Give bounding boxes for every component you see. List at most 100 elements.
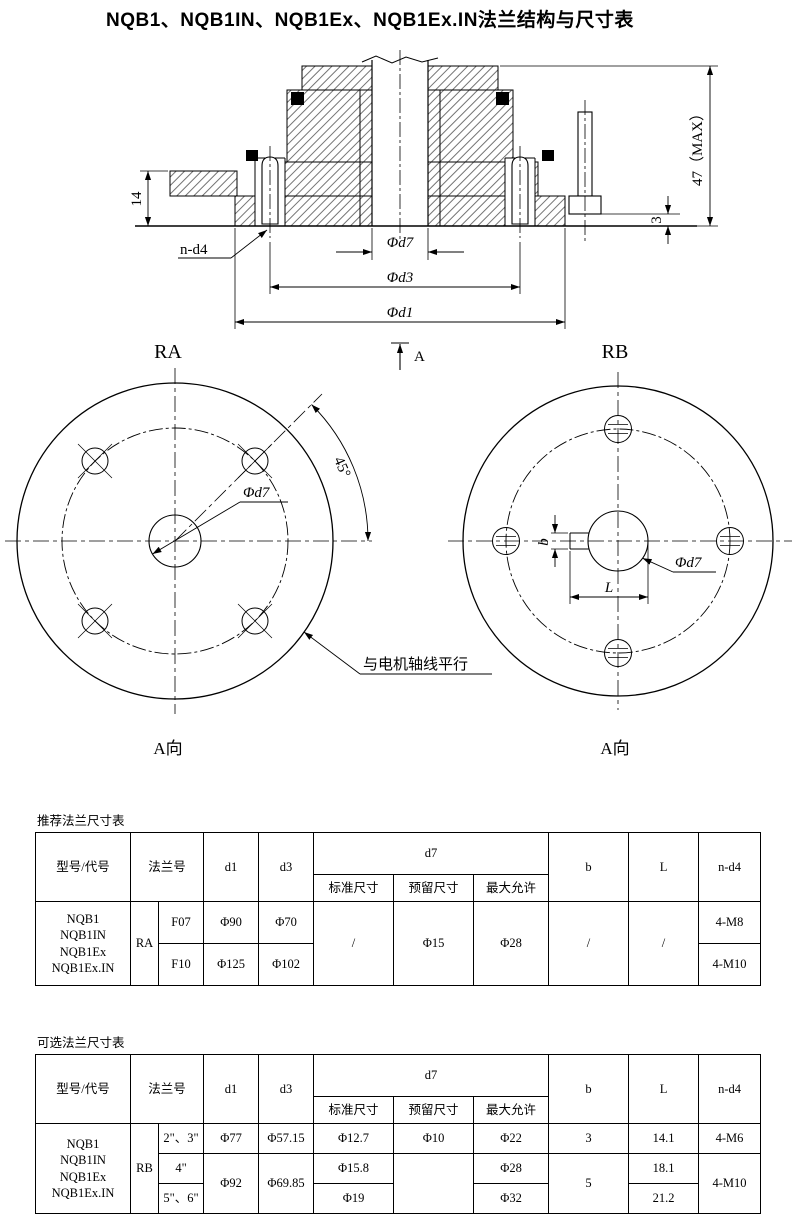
header-d3: d3 (258, 1054, 315, 1124)
cell-d7-reserved: Φ15 (393, 901, 475, 986)
header-b: b (548, 832, 630, 902)
dim-bolt-holes: n-d4 (180, 242, 208, 258)
cell-b: / (548, 901, 630, 986)
cell-flange: 2"、3" (157, 1123, 205, 1154)
model-name: NQB1IN (60, 1153, 106, 1168)
cell-d7-max: Φ32 (473, 1183, 550, 1214)
header-d7-reserved: 预留尺寸 (393, 874, 475, 902)
table-row: F10 Φ125 Φ102 4-M10 (36, 943, 762, 986)
table-row: NQB1 NQB1IN NQB1Ex NQB1Ex.IN RA F07 Φ90 … (35, 901, 762, 986)
header-model: 型号/代号 (35, 1054, 131, 1124)
broken-edge (361, 55, 439, 64)
ra-centerlines (5, 368, 372, 714)
cell-l: 21.2 (628, 1183, 700, 1214)
header-d7-std: 标准尺寸 (313, 874, 395, 902)
cell-d1: Φ77 (203, 1123, 260, 1154)
header-d7: d7 (313, 832, 550, 875)
cell-l: 18.1 (628, 1153, 700, 1184)
table2-caption: 可选法兰尺寸表 (37, 1036, 125, 1050)
cell-d7-max: Φ22 (473, 1123, 550, 1154)
ra-flange-view: RA 45° Φd7 (5, 341, 492, 758)
ra-view-title: RA (154, 341, 182, 363)
page-title: NQB1、NQB1IN、NQB1Ex、NQB1Ex.IN法兰结构与尺寸表 (106, 10, 634, 31)
rb-centerlines (448, 372, 792, 710)
ra-d7-label: Φd7 (243, 485, 271, 501)
cell-d1: Φ90 (203, 901, 260, 944)
ra-view-caption: A向 (153, 739, 182, 758)
rb-b-dimension (551, 515, 568, 567)
header-flange-no: 法兰号 (129, 832, 205, 902)
dim-b: b (536, 538, 552, 546)
cell-l: 14.1 (628, 1123, 700, 1154)
header-n-d4: n-d4 (698, 1054, 762, 1124)
cell-d3: Φ70 (258, 901, 315, 944)
section-dimensions: 47（MAX） 3 14 n-d4 Φd7 Φd3 (129, 65, 718, 370)
table-row: 4" Φ92 Φ69.85 Φ15.8 Φ28 5 18.1 4-M10 (36, 1153, 762, 1214)
cell-flange: 4" (157, 1153, 205, 1184)
header-d7: d7 (313, 1054, 550, 1097)
cell-d7-max: Φ28 (473, 1153, 550, 1184)
cell-n-d4: 4-M6 (698, 1123, 762, 1154)
table1-caption: 推荐法兰尺寸表 (37, 814, 125, 828)
ra-bolt-holes (77, 443, 273, 639)
rb-l-dimension (569, 543, 649, 604)
table-row: 5"、6" Φ19 Φ32 21.2 (36, 1183, 761, 1214)
header-l: L (628, 832, 700, 902)
cell-n-d4: 4-M10 (698, 943, 762, 986)
header-d1: d1 (203, 1054, 260, 1124)
cell-models: NQB1 NQB1IN NQB1Ex NQB1Ex.IN (35, 1123, 131, 1214)
header-d7-std: 标准尺寸 (313, 1096, 395, 1124)
cell-d3: Φ57.15 (258, 1123, 315, 1154)
rb-flange-view: RB (448, 341, 792, 758)
cell-b: 3 (548, 1123, 630, 1154)
dim-d1: Φd1 (387, 305, 413, 321)
model-name: NQB1 (66, 1137, 100, 1151)
dim-d7: Φd7 (387, 235, 415, 251)
cell-flange: 5"、6" (157, 1183, 205, 1214)
rb-keyway (569, 532, 589, 550)
seal-rings (246, 92, 554, 161)
cell-flange: F10 (157, 943, 205, 986)
motor-axis-note: 与电机轴线平行 (363, 656, 468, 673)
cell-d7-max: Φ28 (473, 901, 550, 986)
dim-overall-height: 47（MAX） (689, 106, 706, 186)
dim-plate-thickness: 14 (129, 191, 145, 207)
model-name: NQB1IN (60, 928, 106, 943)
header-model: 型号/代号 (35, 832, 131, 902)
centerlines (269, 50, 586, 242)
model-name: NQB1Ex.IN (51, 960, 115, 975)
dim-gap: 3 (649, 216, 665, 224)
recommended-flange-table: 型号/代号 法兰号 d1 d3 d7 b L n-d4 标准尺寸 预留尺寸 最大… (35, 832, 762, 986)
header-n-d4: n-d4 (698, 832, 762, 902)
dim-l: L (604, 580, 613, 596)
model-name: NQB1Ex (59, 1169, 107, 1184)
header-b: b (548, 1054, 630, 1124)
header-d7-reserved: 预留尺寸 (393, 1096, 475, 1124)
cell-group: RB (130, 1123, 159, 1214)
cell-d1: Φ92 (203, 1153, 260, 1214)
rb-view-title: RB (602, 341, 629, 363)
recommended-flange-section: 推荐法兰尺寸表 型号/代号 法兰号 d1 d3 d7 b L n-d4 标准尺寸… (35, 810, 762, 986)
cell-models: NQB1 NQB1IN NQB1Ex NQB1Ex.IN (35, 901, 131, 986)
optional-flange-section: 可选法兰尺寸表 型号/代号 法兰号 d1 d3 d7 b L n-d4 标准尺寸… (35, 1032, 762, 1214)
cell-d1: Φ125 (203, 943, 260, 986)
rb-d7-label: Φd7 (675, 555, 703, 571)
cell-d7-std: / (313, 901, 395, 986)
header-d7-max: 最大允许 (473, 1096, 550, 1124)
dim-d3: Φd3 (387, 270, 413, 286)
header-d7-max: 最大允许 (473, 874, 550, 902)
cell-d7-std: Φ19 (313, 1183, 395, 1214)
cross-section-view (135, 50, 718, 242)
rb-view-caption: A向 (600, 739, 629, 758)
model-name: NQB1Ex (59, 944, 107, 959)
model-name: NQB1 (66, 912, 100, 926)
cell-flange: F07 (157, 901, 205, 944)
header-flange-no: 法兰号 (129, 1054, 205, 1124)
cell-n-d4: 4-M8 (698, 901, 762, 944)
header-l: L (628, 1054, 700, 1124)
cell-d3: Φ69.85 (258, 1153, 315, 1214)
cell-group: RA (130, 901, 159, 986)
model-name: NQB1Ex.IN (51, 1185, 115, 1200)
cell-d7-reserved: Φ10 (393, 1123, 475, 1154)
